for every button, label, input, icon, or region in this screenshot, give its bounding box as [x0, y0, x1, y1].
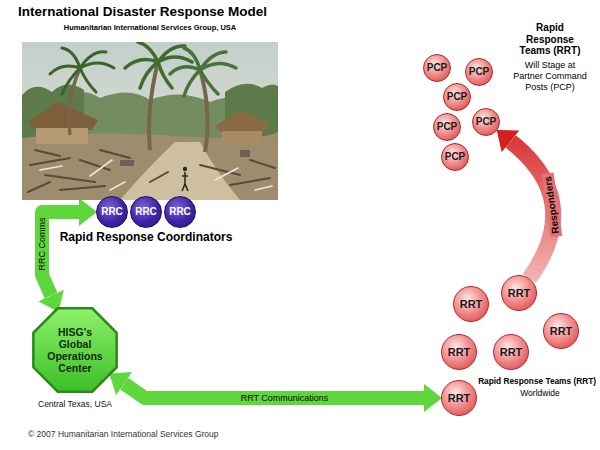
- node-label: PCP: [437, 122, 458, 132]
- connector-label: RRT Communications: [238, 393, 332, 404]
- partner-command-post: PCP: [465, 58, 494, 87]
- partner-command-post: PCP: [472, 108, 501, 137]
- rapid-response-coordinator: RRC: [164, 196, 196, 228]
- node-label: PCP: [476, 117, 497, 127]
- disaster-photo: [22, 42, 278, 200]
- partner-command-post: PCP: [443, 83, 472, 112]
- debris: [40, 160, 272, 190]
- rapid-response-coordinator: RRC: [96, 196, 128, 228]
- debris: [240, 150, 250, 157]
- node-label: RRT: [508, 288, 531, 299]
- palm-fronds: [125, 42, 192, 88]
- hut-roof: [28, 102, 98, 130]
- node-label: HISG's Global Operations Center: [43, 326, 107, 374]
- rapid-response-team: RRT: [501, 275, 537, 311]
- node-label: PCP: [445, 152, 466, 162]
- group-label: Rapid Response Teams (RRT): [478, 377, 596, 387]
- note: Will Stage at Partner Command Posts (PCP…: [510, 60, 590, 92]
- palm-fronds: [170, 48, 236, 96]
- note: Worldwide: [520, 389, 560, 399]
- location-note: Central Texas, USA: [38, 400, 112, 409]
- node-label: RRT: [550, 326, 573, 337]
- rapid-response-coordinator: RRC: [130, 196, 162, 228]
- copyright-note: © 2007 Humanitarian International Servic…: [28, 430, 219, 440]
- photo-sky: [22, 42, 278, 200]
- debris: [120, 160, 134, 166]
- node-label: RRT: [448, 393, 471, 404]
- hut-roof: [215, 110, 270, 132]
- node-label: PCP: [447, 92, 468, 102]
- group-label: Rapid Response Teams (RRT): [515, 22, 585, 57]
- node-label: PCP: [427, 63, 448, 73]
- connector-label: RRC Comms: [37, 214, 48, 273]
- node-label: RRT: [460, 299, 483, 310]
- octagon-outline: [33, 308, 116, 391]
- node-label: RRC: [101, 207, 123, 217]
- node-label: RRT: [448, 347, 471, 358]
- rapid-response-team: RRT: [441, 380, 477, 416]
- partner-command-post: PCP: [433, 113, 462, 142]
- palm-trunk: [149, 62, 158, 150]
- partner-command-post: PCP: [423, 54, 452, 83]
- hut-wall: [36, 128, 88, 144]
- node-label: PCP: [469, 67, 490, 77]
- rapid-response-team: RRT: [441, 334, 477, 370]
- partner-command-post: PCP: [441, 143, 470, 172]
- node-label: RRC: [135, 207, 157, 217]
- rapid-response-team: RRT: [453, 286, 489, 322]
- rapid-response-team: RRT: [543, 313, 579, 349]
- operations-center: HISG's Global Operations CenterCentral T…: [29, 304, 121, 396]
- subtitle: Humanitarian International Services Grou…: [64, 24, 237, 33]
- diagram-title: International Disaster Response Model: [18, 5, 267, 20]
- node-label: RRT: [500, 347, 523, 358]
- group-label: Rapid Response Coordinators: [60, 231, 233, 245]
- rapid-response-team: RRT: [493, 334, 529, 370]
- debris: [28, 150, 275, 192]
- person-figure: [183, 167, 187, 171]
- palm-fronds: [50, 48, 114, 94]
- comms-arrow: [42, 212, 79, 296]
- person-figure: [182, 172, 188, 191]
- hut-wall: [222, 131, 262, 143]
- node-label: RRC: [169, 207, 191, 217]
